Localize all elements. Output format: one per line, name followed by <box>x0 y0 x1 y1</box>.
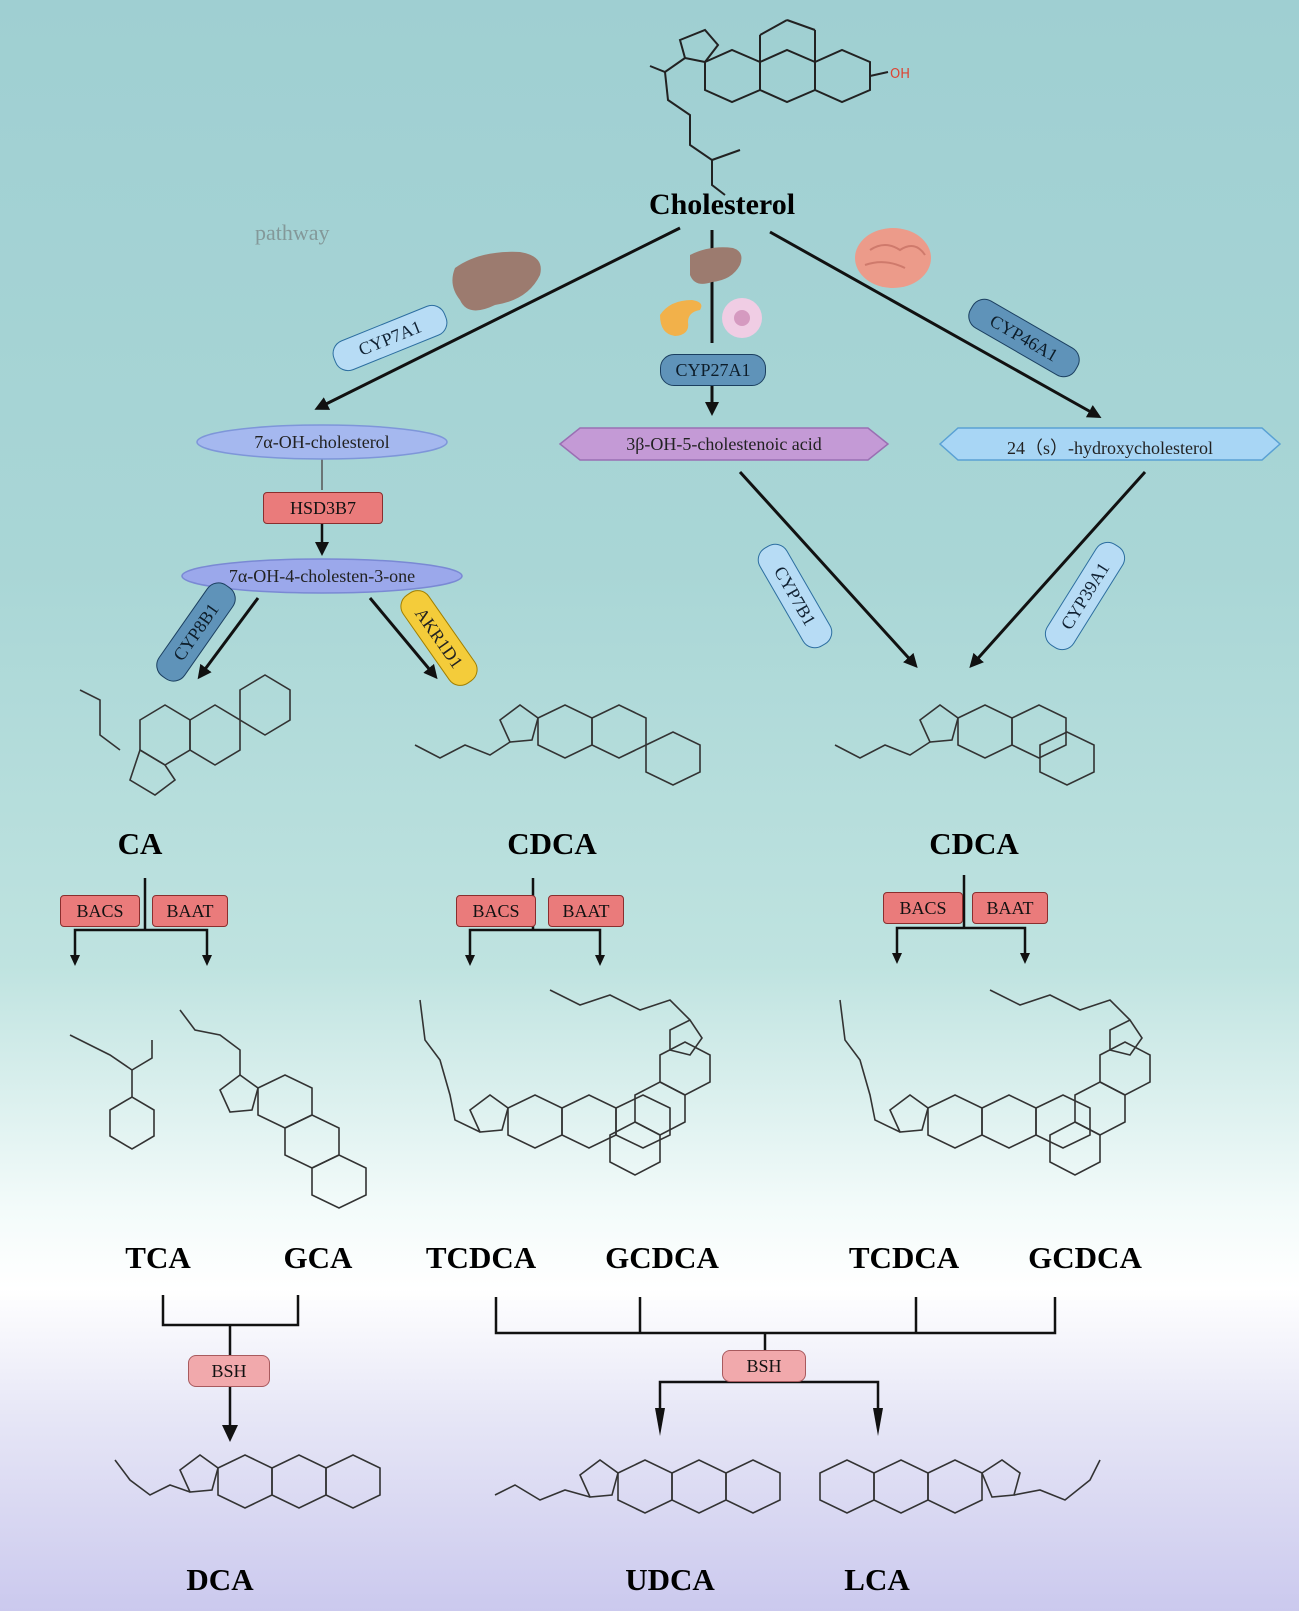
label-gcdca-1: GCDCA <box>605 1240 719 1275</box>
node-hydroxycholesterol-shape <box>938 427 1282 461</box>
watermark-text: pathway <box>255 220 330 245</box>
node-7a-oh-cholesterol-shape <box>196 424 448 460</box>
label-tca: TCA <box>125 1240 191 1275</box>
label-cdca-2: CDCA <box>929 826 1019 861</box>
enzyme-bacs-1: BACS <box>60 895 140 927</box>
node-7a-oh-4-cholesten-3-one: 7α-OH-4-cholesten-3-one <box>228 566 416 586</box>
node-7a-oh-4-cholesten-3-one-shape <box>181 558 463 594</box>
svg-text:OH: OH <box>890 67 910 82</box>
molecule-structure <box>69 674 1151 1514</box>
cholesterol-label: Cholesterol <box>648 188 796 221</box>
label-tcdca-2: TCDCA <box>848 1240 960 1275</box>
node-3b-oh-5-cholestenoic-acid: 3β-OH-5-cholestenoic acid <box>626 434 822 454</box>
node-cholestenoic-shape <box>558 427 890 461</box>
label-gca: GCA <box>283 1240 353 1275</box>
enzyme-bacs-2: BACS <box>456 895 536 927</box>
label-dca: DCA <box>186 1562 254 1597</box>
enzyme-hsd3b7: HSD3B7 <box>263 492 383 524</box>
liver-icon <box>452 251 541 311</box>
enzyme-baat-1: BAAT <box>152 895 228 927</box>
label-lca: LCA <box>844 1562 910 1597</box>
cell-icon <box>722 298 762 338</box>
label-gcdca-2: GCDCA <box>1028 1240 1142 1275</box>
brain-icon <box>855 228 931 288</box>
cholesterol-structure <box>649 19 889 196</box>
pancreas-icon <box>660 300 702 336</box>
enzyme-baat-2: BAAT <box>548 895 624 927</box>
label-udca: UDCA <box>625 1562 715 1597</box>
enzyme-bsh-1: BSH <box>188 1355 270 1387</box>
label-ca: CA <box>117 826 163 861</box>
label-tcdca-1: TCDCA <box>425 1240 537 1275</box>
liver-icon <box>690 247 742 284</box>
enzyme-cyp27a1: CYP27A1 <box>660 354 766 386</box>
enzyme-bsh-2: BSH <box>722 1350 806 1382</box>
enzyme-baat-3: BAAT <box>972 892 1048 924</box>
node-7a-oh-cholesterol: 7α-OH-cholesterol <box>254 432 390 452</box>
label-cdca-1: CDCA <box>507 826 597 861</box>
node-24s-hydroxycholesterol: 24（s）-hydroxycholesterol <box>1007 438 1213 458</box>
enzyme-bacs-3: BACS <box>883 892 963 924</box>
